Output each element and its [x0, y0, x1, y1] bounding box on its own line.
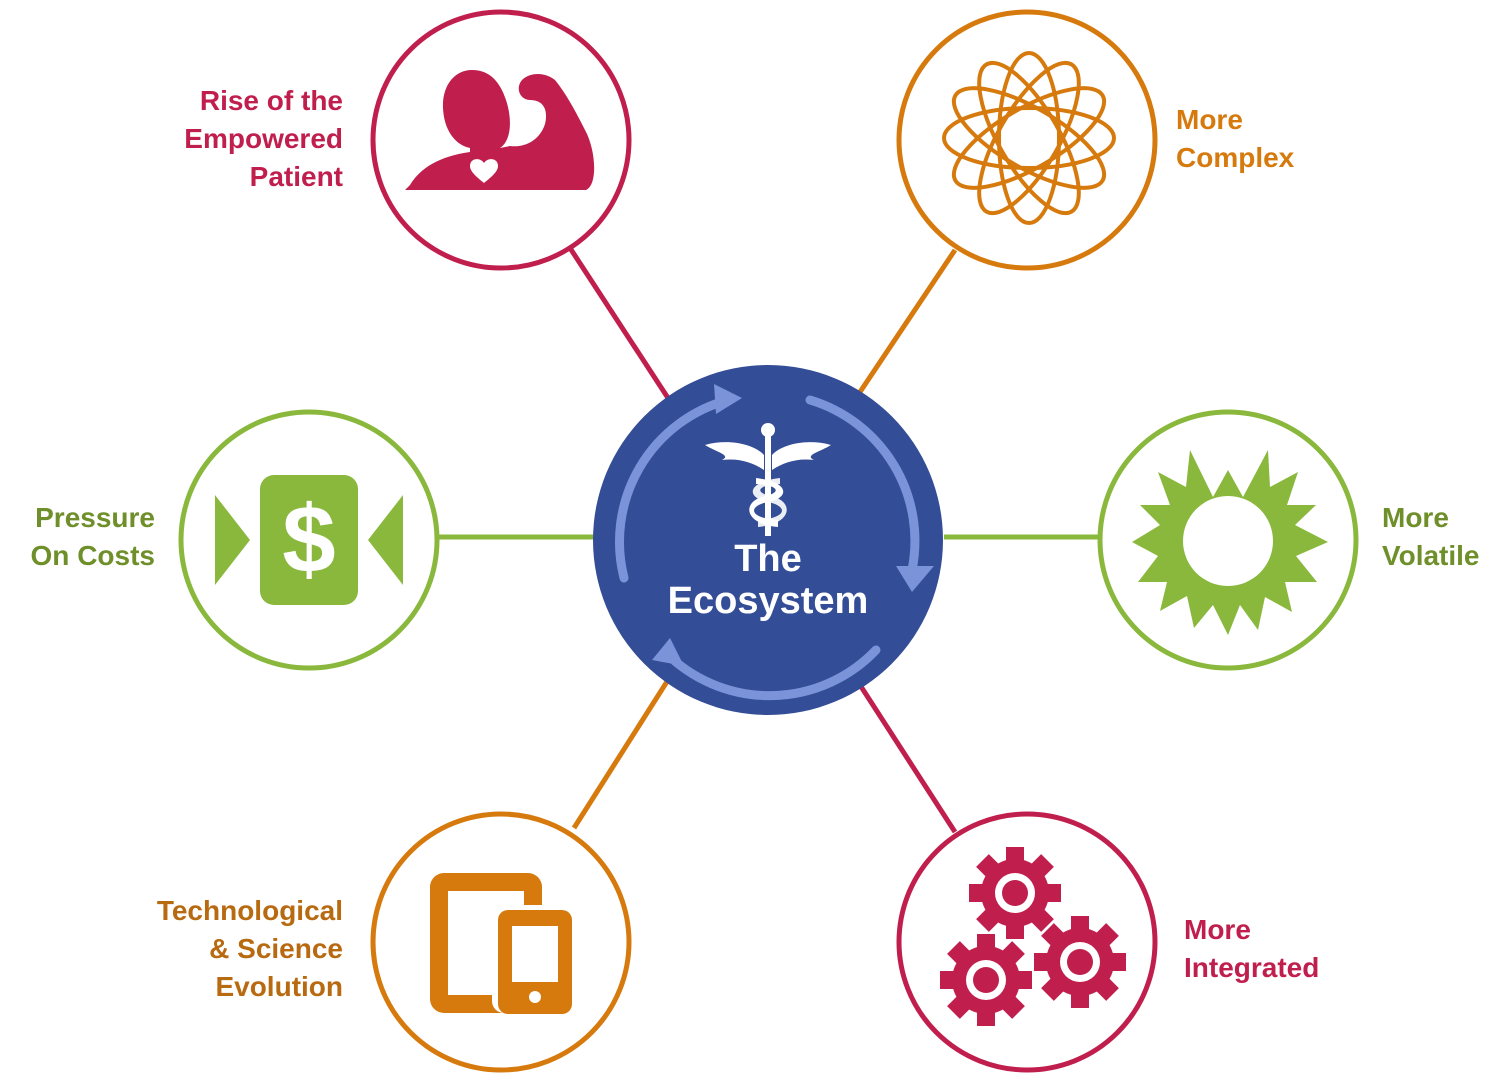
connector-empowered-patient [567, 246, 671, 400]
label-line: More [1176, 104, 1243, 135]
label-line: Pressure [35, 502, 155, 533]
label-line: On Costs [30, 540, 155, 571]
label-line: Technological [156, 895, 343, 926]
caduceus-icon [705, 423, 831, 536]
label-line: Rise of the [199, 85, 343, 116]
label-more-volatile: More Volatile [1382, 499, 1480, 575]
heart-icon [470, 159, 498, 183]
label-line: Integrated [1184, 952, 1320, 983]
dollar-squeeze-icon: $ [215, 475, 403, 605]
tablet-phone-icon [430, 873, 572, 1014]
node-circle-more-integrated [896, 811, 1158, 1073]
connector-tech-science-evolution [571, 678, 671, 830]
center-title: The Ecosystem [600, 538, 936, 622]
svg-text:$: $ [282, 486, 335, 593]
atom-orbits-icon [942, 51, 1116, 225]
label-pressure-on-costs: Pressure On Costs [31, 499, 155, 575]
cycle-arrows [615, 395, 920, 701]
cycle-arrowheads [652, 384, 934, 666]
label-line: More [1184, 914, 1251, 945]
label-more-integrated: More Integrated [1184, 911, 1319, 987]
flexing-person-heart-icon [405, 70, 595, 190]
burst-center [1183, 496, 1273, 586]
center-circle [593, 365, 943, 715]
label-line: Empowered [184, 123, 343, 154]
label-tech-science-evolution: Technological & Science Evolution [157, 892, 343, 1006]
label-line: & Science [209, 933, 343, 964]
label-line: Volatile [1382, 540, 1480, 571]
label-line: More [1382, 502, 1449, 533]
label-line: Patient [249, 161, 343, 192]
label-more-complex: More Complex [1176, 101, 1294, 177]
label-empowered-patient: Rise of the Empowered Patient [184, 82, 343, 196]
label-line: Evolution [215, 971, 343, 1002]
connector-more-integrated [857, 683, 958, 834]
node-circle-more-complex [896, 9, 1158, 271]
center-title-line2: Ecosystem [667, 580, 869, 622]
label-line: Complex [1176, 142, 1295, 173]
center-title-line1: The [734, 538, 802, 580]
connector-more-complex [857, 248, 958, 394]
gears-icon [940, 847, 1126, 1026]
